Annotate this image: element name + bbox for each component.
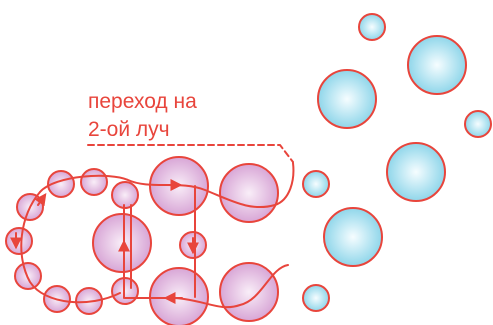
pink-circle — [5, 227, 33, 255]
arrow-left-loop-top — [34, 193, 47, 207]
blue-circle — [358, 13, 386, 41]
pink-circle — [219, 163, 279, 223]
left-loop-path — [20, 191, 121, 304]
blue-circle — [407, 35, 467, 95]
upper-path — [39, 162, 295, 209]
blue-circle — [302, 284, 330, 312]
pink-circle — [47, 170, 75, 198]
blue-circle — [464, 110, 492, 138]
blue-circle — [323, 207, 383, 267]
caption-line-1: переход на — [88, 90, 197, 113]
caption-line-2: 2-ой луч — [88, 118, 170, 141]
caption-leader-line — [87, 144, 294, 163]
pink-circle — [92, 213, 152, 273]
pink-circle — [111, 181, 139, 209]
path-group — [10, 144, 295, 309]
pink-circle — [219, 262, 279, 322]
lower-path — [124, 264, 289, 309]
blue-circle — [302, 170, 330, 198]
blue-circle — [386, 142, 446, 202]
blue-circle — [317, 69, 377, 129]
blue-circle-group — [302, 13, 492, 312]
pink-circle-group — [5, 156, 279, 325]
pink-circle — [80, 168, 108, 196]
pink-circle — [149, 267, 209, 325]
